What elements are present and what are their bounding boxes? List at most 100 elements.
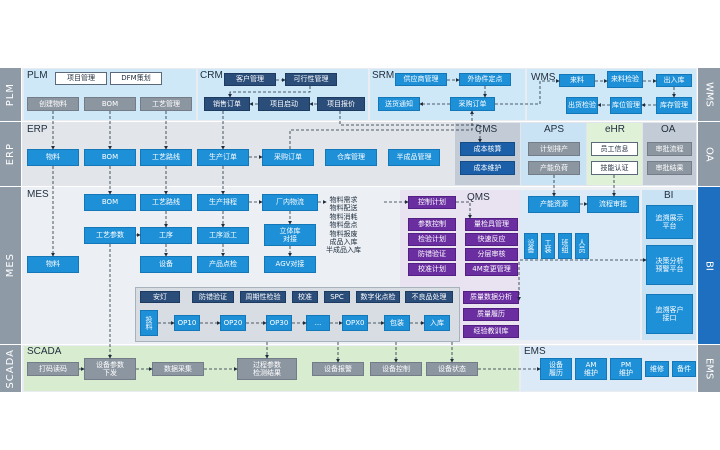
mes-process-dispatch-box[interactable]: 工序派工	[197, 227, 249, 244]
ems-pm-maint-box[interactable]: PM 维护	[610, 358, 642, 380]
shop-periodic-check-box[interactable]: 周期性检验	[240, 291, 286, 303]
wms-inventory-mgmt-box[interactable]: 库存管理	[656, 97, 692, 114]
erp-purchase-order-box[interactable]: 采购订单	[262, 149, 314, 166]
mes-material-box[interactable]: 物料	[27, 256, 79, 273]
crm-customer-mgmt-box[interactable]: 客户管理	[224, 73, 276, 86]
ems-am-maint-box[interactable]: AM 维护	[575, 358, 607, 380]
ehr-employee-info-box[interactable]: 员工信息	[591, 142, 638, 156]
cms-cost-maintenance-box[interactable]: 成本维护	[460, 161, 515, 175]
shop-storage-box[interactable]: 入库	[424, 315, 450, 331]
shop-opx0-box[interactable]: OPX0	[342, 315, 368, 331]
mes-stereo-warehouse-box[interactable]: 立体库 对接	[264, 224, 316, 246]
plm-process-mgmt-box[interactable]: 工艺管理	[140, 97, 192, 111]
scada-data-collect-box[interactable]: 数据采集	[152, 362, 204, 376]
aps-process-approval-box[interactable]: 流程审批	[587, 196, 639, 213]
qms-change-4m-box[interactable]: 4M变更管理	[465, 263, 518, 276]
crm-sales-order-box[interactable]: 销售订单	[204, 97, 250, 111]
scada-equipment-control-box[interactable]: 设备控制	[370, 362, 422, 376]
erp-semi-finished-box[interactable]: 半成品管理	[388, 149, 440, 166]
wms-stock-mgmt-box[interactable]: 库位管理	[610, 97, 642, 114]
oa-approval-result-box[interactable]: 审批结果	[647, 161, 692, 175]
plm-create-material-box[interactable]: 创建物料	[27, 97, 79, 111]
shop-calibration-box[interactable]: 校准	[292, 291, 318, 303]
crm-project-start-box[interactable]: 项目启动	[258, 97, 310, 111]
qms-inspection-plan-box[interactable]: 检验计划	[408, 233, 456, 246]
shop-op10-box[interactable]: OP10	[174, 315, 200, 331]
qms-quality-mgmt-box[interactable]: 量检具管理	[465, 218, 518, 231]
shop-digital-check-box[interactable]: 数字化点检	[356, 291, 400, 303]
qms-param-control-box[interactable]: 参数控制	[408, 218, 456, 231]
scada-side-label: SCADA	[0, 345, 21, 392]
oa-approval-flow-box[interactable]: 审批流程	[647, 142, 692, 156]
srm-delivery-notice-box[interactable]: 送货通知	[378, 97, 420, 111]
mes-production-schedule-box[interactable]: 生产排程	[197, 194, 249, 211]
mes-res-team-box[interactable]: 班组	[558, 233, 572, 259]
mes-route-box[interactable]: 工艺路线	[140, 194, 192, 211]
bi-zone-title: BI	[664, 190, 674, 201]
aps-capacity-load-box[interactable]: 产能负荷	[528, 161, 580, 175]
ems-spare-parts-box[interactable]: 备件	[672, 361, 696, 377]
shop-op20-box[interactable]: OP20	[220, 315, 246, 331]
shop-spc-box[interactable]: SPC	[324, 291, 350, 303]
bi-decision-platform-box[interactable]: 决策分析 预警平台	[646, 245, 693, 285]
qms-experience-lib-box[interactable]: 经验教训库	[463, 325, 519, 338]
scada-param-dispatch-box[interactable]: 设备参数 下发	[84, 358, 136, 380]
scada-scan-code-box[interactable]: 打码读码	[27, 362, 79, 376]
mes-equipment-box[interactable]: 设备	[140, 256, 192, 273]
qms-rapid-response-box[interactable]: 快速反应	[465, 233, 518, 246]
shop-defect-handling-box[interactable]: 不良品处理	[405, 291, 453, 303]
qms-quality-analysis-box[interactable]: 质量数据分析	[463, 291, 519, 304]
shop-mistake-proof-box[interactable]: 防错验证	[192, 291, 234, 303]
srm-purchase-order-box[interactable]: 采购订单	[450, 97, 495, 111]
ems-repair-box[interactable]: 维修	[645, 361, 669, 377]
wms-incoming-inspect-box[interactable]: 来料检验	[607, 71, 643, 88]
erp-material-box[interactable]: 物料	[27, 149, 79, 166]
cms-cost-accounting-box[interactable]: 成本核算	[460, 142, 515, 156]
wms-shipping-inspect-box[interactable]: 出货检验	[566, 97, 598, 114]
shop-andon-box[interactable]: 安灯	[140, 291, 180, 303]
aps-planning-box[interactable]: 计划排产	[528, 142, 580, 156]
erp-production-order-box[interactable]: 生产订单	[197, 149, 249, 166]
erp-route-box[interactable]: 工艺路线	[140, 149, 192, 166]
qms-calibration-plan-box[interactable]: 校准计划	[408, 263, 456, 276]
qms-defense-verify-box[interactable]: 防错验证	[408, 248, 456, 261]
scada-equipment-alarm-box[interactable]: 设备报警	[312, 362, 364, 376]
wms-outbound-box[interactable]: 出入库	[656, 74, 692, 87]
mes-res-equipment-box[interactable]: 设备	[524, 233, 538, 259]
plm-dfm-box[interactable]: DFM策划	[110, 72, 162, 85]
scada-equipment-status-box[interactable]: 设备状态	[426, 362, 478, 376]
erp-bom-box[interactable]: BOM	[84, 149, 136, 166]
shop-op30-box[interactable]: OP30	[266, 315, 292, 331]
mes-process-params-box[interactable]: 工艺参数	[84, 227, 136, 244]
shop-ellipsis-box[interactable]: ...	[306, 315, 330, 331]
mes-agv-box[interactable]: AGV对接	[264, 256, 316, 273]
mes-process-box[interactable]: 工序	[140, 227, 192, 244]
mes-product-check-box[interactable]: 产品点检	[197, 256, 249, 273]
bi-tracking-platform-box[interactable]: 追溯展示 平台	[646, 205, 693, 239]
srm-outsource-quote-box[interactable]: 外协件定点	[459, 73, 511, 86]
plm-bom-box[interactable]: BOM	[84, 97, 136, 111]
mes-resource-zone	[520, 190, 640, 340]
mes-res-tooling-box[interactable]: 工装	[541, 233, 555, 259]
ems-side-label: EMS	[698, 345, 720, 392]
bi-customer-interface-box[interactable]: 追溯客户 接口	[646, 294, 693, 334]
mes-factory-logistics-box[interactable]: 厂内物流	[262, 194, 318, 211]
shop-feed-box[interactable]: 投料	[140, 310, 158, 336]
qms-control-plan-box[interactable]: 控制计划	[408, 196, 456, 209]
mes-res-personnel-box[interactable]: 人员	[575, 233, 589, 259]
ehr-skill-cert-box[interactable]: 技能认证	[591, 161, 638, 175]
scada-process-params-box[interactable]: 过程参数 检测结果	[237, 358, 297, 380]
erp-warehouse-mgmt-box[interactable]: 仓库管理	[325, 149, 377, 166]
ems-zone-title: EMS	[524, 346, 546, 357]
ems-equipment-record-box[interactable]: 设备 履历	[540, 358, 572, 380]
crm-feasibility-box[interactable]: 可行性管理	[285, 73, 337, 86]
crm-project-quote-box[interactable]: 项目报价	[317, 97, 365, 111]
aps-capacity-resource-box[interactable]: 产能资源	[528, 196, 580, 213]
wms-incoming-box[interactable]: 来料	[559, 74, 595, 87]
mes-bom-box[interactable]: BOM	[84, 194, 136, 211]
srm-supplier-mgmt-box[interactable]: 供应商管理	[395, 73, 447, 86]
plm-project-mgmt-box[interactable]: 项目管理	[55, 72, 107, 85]
qms-layered-audit-box[interactable]: 分层审核	[465, 248, 518, 261]
qms-quality-history-box[interactable]: 质量履历	[463, 308, 519, 321]
shop-packing-box[interactable]: 包装	[384, 315, 410, 331]
